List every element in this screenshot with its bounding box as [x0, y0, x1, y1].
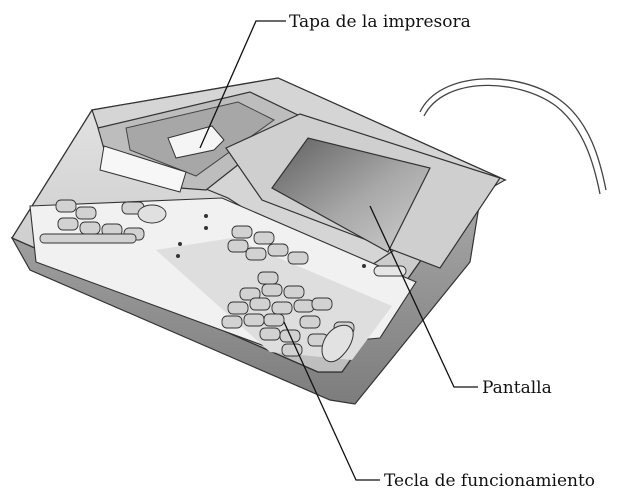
power-cord [419, 78, 607, 195]
numeric-keypad [221, 271, 355, 363]
display-screen [271, 137, 431, 253]
printer-cover-leader [199, 20, 286, 149]
leader-lines [199, 20, 478, 481]
function-keys [227, 225, 407, 277]
display-label: Pantalla [482, 378, 552, 398]
display-housing [225, 113, 501, 269]
left-key-cluster [39, 199, 208, 258]
printer-cover-label: Tapa de la impresora [289, 12, 471, 32]
display-leader [369, 205, 478, 388]
printer-cover [97, 91, 302, 193]
function-key-label: Tecla de funcionamiento [384, 471, 595, 491]
function-key-leader [283, 321, 380, 481]
